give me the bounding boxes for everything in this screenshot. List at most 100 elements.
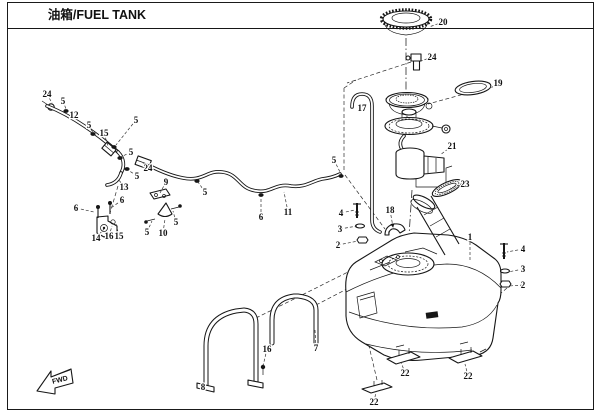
- fuel-cap: [379, 8, 433, 36]
- tank-strap-right: [269, 293, 319, 348]
- leader-line: [314, 329, 317, 349]
- callout-number: 6: [120, 195, 125, 205]
- leader-line: [95, 228, 105, 239]
- callout-number: 1: [468, 232, 473, 242]
- leader-line: [88, 124, 94, 134]
- leader-line: [507, 268, 524, 273]
- callout-number: 18: [386, 205, 396, 215]
- leader-line: [428, 21, 444, 28]
- leader-line: [159, 181, 167, 194]
- leader-line: [75, 207, 95, 213]
- leader-line: [490, 82, 499, 89]
- callout-number: 5: [61, 96, 66, 106]
- callout-number: 5: [135, 171, 140, 181]
- callout-number: 5: [174, 217, 179, 227]
- callout-number: 5: [129, 147, 134, 157]
- leader-line: [506, 248, 524, 253]
- leader-line: [449, 183, 466, 189]
- leader-line: [162, 218, 166, 234]
- callout-number: 10: [159, 228, 169, 238]
- callout-number: 4: [339, 208, 344, 218]
- leader-line: [333, 159, 342, 175]
- callout-number: 22: [401, 368, 411, 378]
- fuel-tank-body: [345, 194, 502, 361]
- leader-line: [197, 181, 206, 193]
- leader-line: [340, 209, 356, 214]
- leader-line: [439, 145, 453, 156]
- bolt-set-left: [353, 203, 369, 244]
- callout-number: 24: [144, 163, 154, 173]
- callout-number: 6: [259, 212, 264, 222]
- leader-line: [146, 220, 153, 233]
- leader-line: [108, 225, 113, 237]
- callout-number: 7: [314, 343, 319, 353]
- callout-number: 19: [494, 78, 504, 88]
- callout-number: 5: [145, 227, 150, 237]
- callout-number: 16: [105, 231, 115, 241]
- callout-number: 2: [521, 280, 526, 290]
- strap-bolt: [260, 364, 266, 375]
- callout-number: 3: [521, 264, 526, 274]
- cap-flange: [385, 91, 433, 116]
- leader-line: [46, 93, 53, 104]
- callout-number: 24: [43, 89, 53, 99]
- leader-line: [103, 132, 109, 147]
- leader-line: [115, 223, 120, 237]
- callout-number: 9: [164, 177, 169, 187]
- mount-pad-front: [361, 380, 393, 394]
- callout-number: 21: [448, 141, 458, 151]
- tank-bracket: [96, 215, 118, 238]
- callout-number: 6: [74, 203, 79, 213]
- filler-elbow: [384, 223, 406, 236]
- pump-gasket: [431, 179, 463, 197]
- callout-number: 13: [120, 182, 130, 192]
- callout-number: 14: [92, 233, 102, 243]
- callout-number: 5: [134, 115, 139, 125]
- leader-line: [283, 191, 289, 213]
- callout-number: 15: [115, 231, 125, 241]
- leader-line: [62, 100, 67, 110]
- callout-number: 12: [70, 110, 80, 120]
- mount-pad-right: [448, 347, 483, 364]
- fwd-label: FWD: [52, 375, 69, 386]
- leader-line: [389, 209, 395, 228]
- leader-line: [420, 56, 433, 62]
- fuel-pump: [384, 108, 453, 188]
- breather-tube: [350, 92, 382, 234]
- callout-number: 5: [87, 120, 92, 130]
- bracket-bolts: [96, 201, 112, 218]
- leader-line: [464, 363, 469, 377]
- leader-line: [262, 348, 268, 367]
- callout-number: 5: [332, 155, 337, 165]
- callout-layer: 2024191721231814324325245125155524135966…: [41, 16, 527, 409]
- callout-number: 17: [358, 103, 368, 113]
- rubber-damper: [144, 202, 182, 224]
- leader-line: [118, 179, 125, 188]
- callout-number: 8: [201, 382, 206, 392]
- fwd-arrow: FWD: [36, 368, 74, 395]
- leader-line: [115, 119, 137, 146]
- leader-line: [120, 151, 132, 158]
- vent-valve: [405, 53, 422, 71]
- mount-pad-center: [386, 348, 421, 365]
- leader-line: [373, 391, 377, 403]
- page-frame: [7, 2, 594, 410]
- hose-bracket: [149, 188, 171, 200]
- leader-line: [110, 199, 123, 209]
- callout-number: 5: [203, 187, 208, 197]
- leader-line: [142, 162, 149, 169]
- callout-number: 11: [284, 207, 293, 217]
- leader-line: [337, 240, 359, 246]
- hose-clamps: [63, 109, 344, 197]
- callout-number: 23: [461, 179, 471, 189]
- leader-line: [508, 284, 524, 287]
- leader-line: [400, 361, 406, 374]
- tank-strap-left: [196, 307, 264, 393]
- callout-number: 4: [521, 244, 526, 254]
- bolt-set-right: [499, 243, 512, 288]
- leader-line: [339, 225, 358, 230]
- page-title: 油箱/FUEL TANK: [48, 7, 146, 22]
- callout-number: 22: [370, 397, 380, 407]
